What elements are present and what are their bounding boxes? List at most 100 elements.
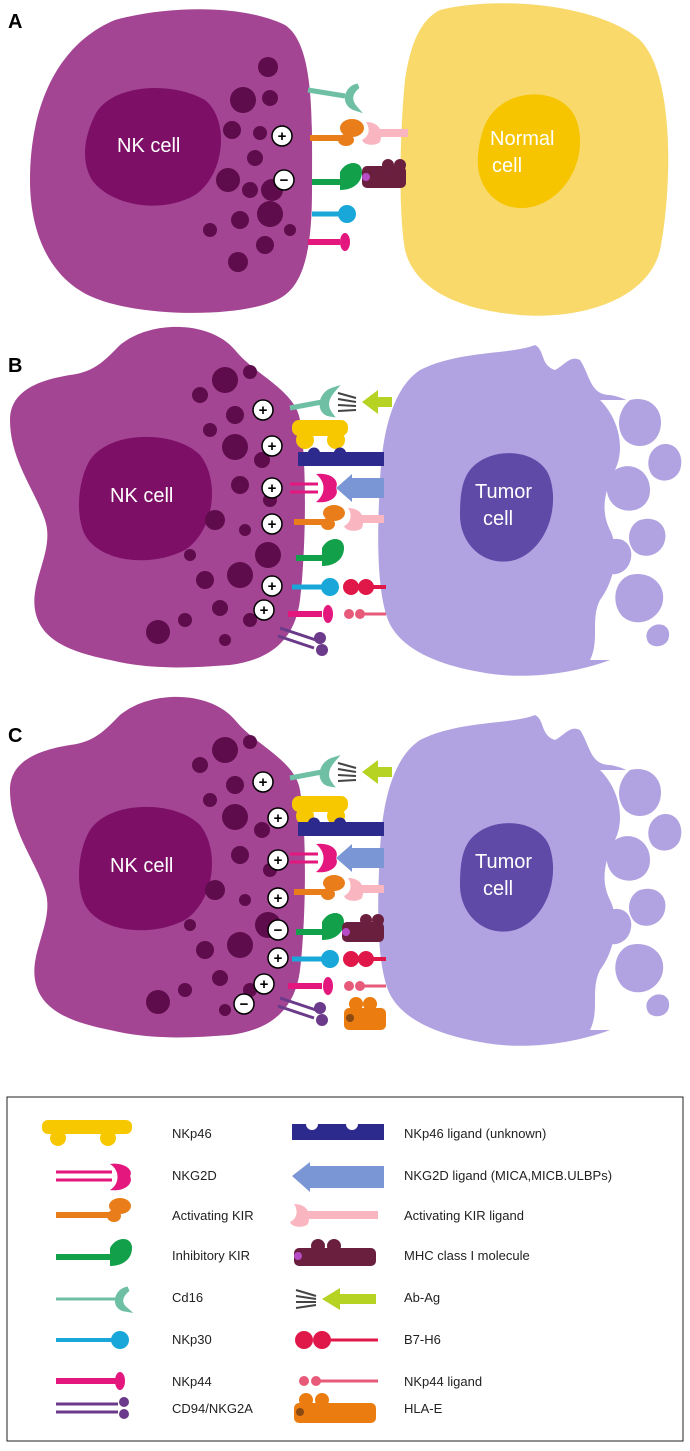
sign-markers: + + + + − + + − bbox=[233, 771, 289, 1015]
granules bbox=[146, 365, 281, 646]
svg-text:+: + bbox=[274, 810, 283, 827]
nk-nucleus bbox=[78, 436, 212, 561]
activating-kir-receptor bbox=[310, 119, 364, 146]
ab-ag bbox=[337, 760, 392, 784]
legend-label: NKp46 ligand (unknown) bbox=[404, 1126, 546, 1141]
svg-text:−: − bbox=[280, 172, 289, 189]
legend-label: Activating KIR bbox=[172, 1208, 254, 1223]
tumor-blebs-fill bbox=[596, 399, 682, 647]
nkg2d-ligand bbox=[336, 474, 384, 502]
ab-ag bbox=[337, 390, 392, 414]
nkp44-ligand bbox=[344, 609, 386, 619]
svg-text:+: + bbox=[274, 852, 283, 869]
nkp46-ligand bbox=[298, 817, 384, 836]
legend-ab-ag-symbol bbox=[295, 1288, 376, 1310]
legend-nkp44-symbol bbox=[56, 1372, 125, 1390]
legend-b7-h6-symbol bbox=[295, 1331, 378, 1349]
legend-cd16-symbol bbox=[56, 1286, 134, 1313]
normal-cell-label-line1: Normal bbox=[490, 128, 554, 150]
nk-nucleus bbox=[78, 806, 212, 931]
tumor-cell-label-line1: Tumor bbox=[475, 851, 532, 873]
nkp44-receptor bbox=[288, 977, 333, 995]
tumor-nucleus bbox=[460, 453, 554, 562]
tumor-blebs-fill bbox=[596, 769, 682, 1017]
nkp30-receptor bbox=[292, 950, 339, 968]
panel-a: A NK cell Normal cell bbox=[8, 3, 669, 316]
activating-kir-receptor bbox=[294, 875, 345, 900]
nk-cell-label: NK cell bbox=[110, 485, 173, 507]
legend-activating-kir-ligand-symbol bbox=[290, 1204, 378, 1227]
nkg2d-ligand bbox=[336, 844, 384, 872]
legend: NKp46 NKG2D Activating KIR Inhibitory KI… bbox=[6, 1096, 684, 1442]
cd94-nkg2a-receptor bbox=[277, 626, 328, 656]
nkp30-receptor bbox=[312, 205, 356, 223]
activating-kir-ligand bbox=[344, 878, 384, 901]
legend-hla-e-symbol bbox=[294, 1393, 376, 1423]
legend-nkg2d-symbol bbox=[56, 1163, 131, 1191]
panel-a-label: A bbox=[8, 11, 22, 33]
activating-kir-ligand bbox=[362, 122, 408, 145]
tumor-cell-label-line1: Tumor bbox=[475, 481, 532, 503]
cd16-receptor bbox=[289, 755, 341, 788]
svg-text:+: + bbox=[259, 402, 268, 419]
legend-label: Inhibitory KIR bbox=[172, 1248, 250, 1263]
sign-minus: − bbox=[273, 169, 295, 191]
legend-label: MHC class I molecule bbox=[404, 1248, 530, 1263]
tumor-cell-label-line2: cell bbox=[483, 508, 513, 530]
nkp44-receptor bbox=[288, 605, 333, 623]
legend-label: Activating KIR ligand bbox=[404, 1208, 524, 1223]
legend-nkp46-symbol bbox=[42, 1120, 132, 1146]
svg-text:+: + bbox=[274, 890, 283, 907]
svg-text:+: + bbox=[259, 774, 268, 791]
svg-text:+: + bbox=[268, 438, 277, 455]
b7-h6 bbox=[343, 951, 386, 967]
legend-label: NKG2D bbox=[172, 1168, 217, 1183]
svg-text:−: − bbox=[274, 922, 283, 939]
inhibitory-kir-receptor bbox=[296, 913, 344, 940]
legend-label: CD94/NKG2A bbox=[172, 1401, 253, 1416]
mhc-class-i-molecule bbox=[342, 914, 384, 942]
svg-text:+: + bbox=[268, 480, 277, 497]
legend-mhc-symbol bbox=[294, 1239, 376, 1266]
nk-nucleus bbox=[84, 88, 222, 206]
hla-e bbox=[344, 997, 386, 1030]
legend-label: B7-H6 bbox=[404, 1332, 441, 1347]
legend-label: NKG2D ligand (MICA,MICB.ULBPs) bbox=[404, 1168, 612, 1183]
nk-cell-label: NK cell bbox=[117, 135, 180, 157]
sign-plus: + bbox=[271, 125, 293, 147]
cd16-receptor bbox=[307, 83, 363, 114]
activating-kir-ligand bbox=[344, 508, 384, 531]
inhibitory-kir-receptor bbox=[296, 539, 344, 566]
nkp46-receptor bbox=[292, 796, 348, 825]
svg-text:+: + bbox=[278, 128, 287, 145]
nkg2d-receptor bbox=[290, 473, 337, 503]
legend-label: Cd16 bbox=[172, 1290, 203, 1305]
sign-plus: + + + + + + bbox=[252, 399, 283, 621]
svg-text:+: + bbox=[268, 578, 277, 595]
svg-text:+: + bbox=[260, 602, 269, 619]
inhibitory-kir-receptor bbox=[312, 163, 362, 190]
legend-label: NKp30 bbox=[172, 1332, 212, 1347]
tumor-nucleus bbox=[460, 823, 554, 932]
svg-text:+: + bbox=[274, 950, 283, 967]
legend-label: HLA-E bbox=[404, 1401, 443, 1416]
legend-label: NKp44 bbox=[172, 1374, 212, 1389]
svg-text:−: − bbox=[240, 996, 249, 1013]
nkp44-receptor bbox=[308, 233, 350, 251]
normal-cell-label-line2: cell bbox=[492, 155, 522, 177]
legend-label: NKp44 ligand bbox=[404, 1374, 482, 1389]
nkg2d-receptor bbox=[290, 843, 337, 873]
legend-inhibitory-kir-symbol bbox=[56, 1239, 132, 1266]
nkp30-receptor bbox=[292, 578, 339, 596]
legend-nkp46-ligand-symbol bbox=[292, 1118, 384, 1140]
normal-nucleus bbox=[477, 94, 581, 209]
legend-nkp30-symbol bbox=[56, 1331, 129, 1349]
panel-c-label: C bbox=[8, 725, 22, 747]
panel-b: B NK cell Tumor cell bbox=[8, 326, 690, 676]
nkp46-ligand bbox=[298, 447, 384, 466]
svg-text:+: + bbox=[260, 976, 269, 993]
mhc-class-i-molecule bbox=[362, 159, 406, 188]
granules bbox=[146, 735, 281, 1016]
activating-kir-receptor bbox=[294, 505, 345, 530]
